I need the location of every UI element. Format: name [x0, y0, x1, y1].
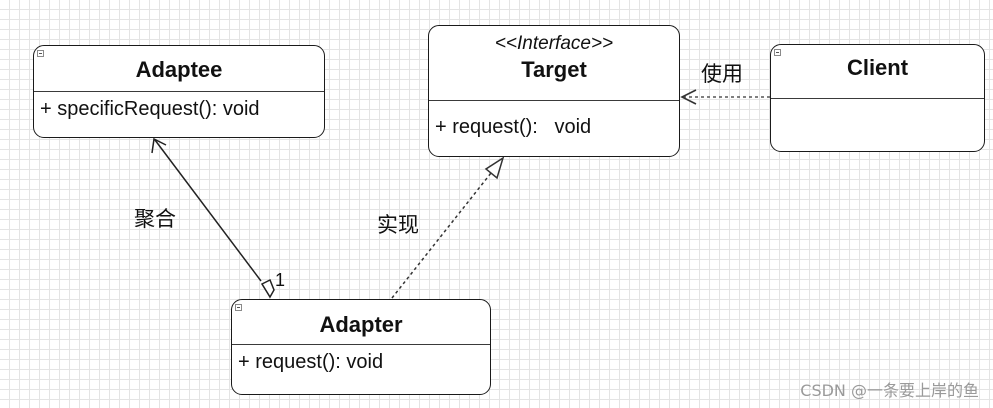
- class-adaptee-header: Adaptee: [34, 46, 324, 92]
- class-adapter[interactable]: Adapter + request(): void: [231, 299, 491, 395]
- class-target-members: + request(): void: [435, 116, 592, 138]
- watermark: CSDN @一条要上岸的鱼: [800, 381, 979, 400]
- collapse-icon[interactable]: [37, 50, 44, 57]
- collapse-icon[interactable]: [235, 304, 242, 311]
- class-target-name: Target: [521, 57, 587, 82]
- class-target[interactable]: <<Interface>> Target + request(): void: [428, 25, 680, 157]
- aggregation-line: [154, 139, 262, 282]
- class-adapter-name: Adapter: [319, 312, 403, 337]
- class-client-name: Client: [846, 55, 909, 80]
- class-adapter-header: Adapter: [232, 300, 490, 345]
- aggregation-diamond: [260, 278, 275, 299]
- use-label: 使用: [701, 62, 743, 86]
- class-client[interactable]: Client: [770, 44, 985, 152]
- aggregation-multiplicity: 1: [275, 270, 286, 290]
- aggregation-arrowhead: [151, 137, 167, 154]
- class-target-stereotype: <<Interface>>: [494, 33, 614, 54]
- use-arrowhead: [680, 89, 697, 105]
- class-client-header: Client: [771, 45, 984, 99]
- class-adaptee[interactable]: Adaptee + specificRequest(): void: [33, 45, 325, 138]
- class-adaptee-members: + specificRequest(): void: [40, 98, 260, 120]
- realization-label: 实现: [377, 213, 419, 237]
- aggregation-label: 聚合: [134, 207, 176, 231]
- collapse-icon[interactable]: [774, 49, 781, 56]
- realization-line: [391, 172, 492, 299]
- class-target-header: <<Interface>> Target: [429, 26, 679, 101]
- class-adaptee-name: Adaptee: [135, 57, 223, 82]
- realization-arrowhead: [484, 156, 505, 180]
- class-adapter-members: + request(): void: [238, 351, 384, 373]
